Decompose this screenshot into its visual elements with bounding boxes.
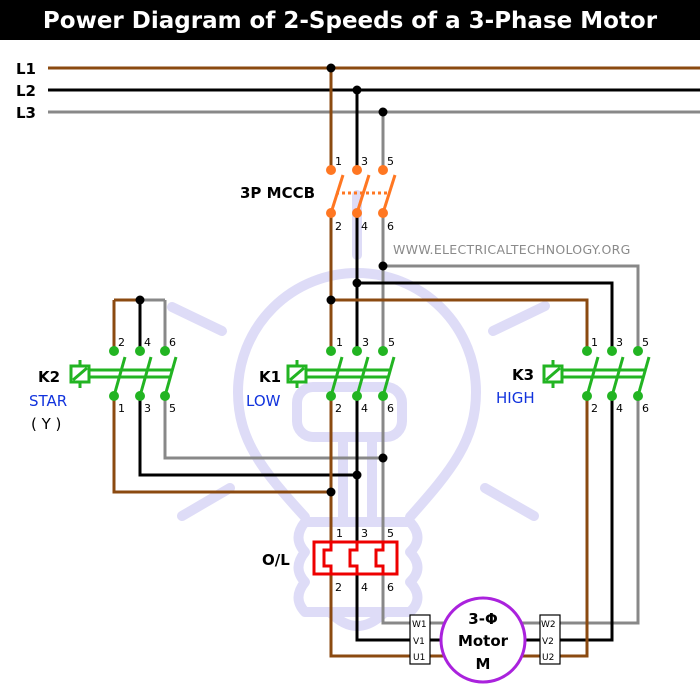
contactor-k3-label: K3 (512, 366, 534, 384)
contactor-terminal: 5 (642, 336, 649, 349)
mccb-terminal: 2 (335, 220, 342, 233)
overload-terminal: 2 (335, 581, 342, 594)
motor-terminal: U1 (413, 653, 425, 663)
coil-icon (542, 360, 564, 388)
contactor-terminal: 4 (361, 402, 368, 415)
mccb-terminal: 5 (387, 155, 394, 168)
coil-icon (69, 360, 91, 388)
watermark-url: WWW.ELECTRICALTECHNOLOGY.ORG (393, 242, 631, 257)
motor-terminal: V2 (542, 637, 554, 647)
motor-phase-label: 3-Φ (468, 610, 497, 628)
mccb-terminal: 4 (361, 220, 368, 233)
contactor-k2: K2 STAR ( Y ) 2 4 6 1 3 5 (29, 336, 178, 433)
junction-dot (326, 63, 336, 73)
contactor-k2-mode: STAR (29, 392, 67, 410)
title-bar (0, 0, 700, 40)
motor-terminal: W2 (541, 620, 556, 630)
contactor-terminal: 6 (387, 402, 394, 415)
motor-symbol (439, 596, 527, 684)
overload-label: O/L (262, 551, 290, 569)
contactor-k2-mode-sub: ( Y ) (31, 415, 61, 433)
contactor-k3: K3 HIGH 1 3 5 2 4 6 (496, 336, 651, 415)
line-label-l2: L2 (16, 82, 36, 100)
junction-dot (135, 295, 145, 305)
contactor-terminal: 5 (169, 402, 176, 415)
motor-terminal-box-right (539, 614, 561, 665)
junction-dot (352, 470, 362, 480)
coil-icon (286, 360, 308, 388)
mccb-terminal: 3 (361, 155, 368, 168)
motor-label: Motor (458, 632, 509, 650)
junction-dot (352, 278, 362, 288)
page-title: Power Diagram of 2-Speeds of a 3-Phase M… (43, 8, 658, 34)
contactor-terminal: 6 (642, 402, 649, 415)
junction-dot (326, 295, 336, 305)
mccb-terminal: 6 (387, 220, 394, 233)
motor: W1 V1 U1 W2 V2 U2 3-Φ Motor M (409, 596, 561, 684)
overload-terminal: 5 (387, 527, 394, 540)
contactor-terminal: 1 (336, 336, 343, 349)
overload-terminal: 6 (387, 581, 394, 594)
overload-terminal: 3 (361, 527, 368, 540)
overload-terminal: 4 (361, 581, 368, 594)
contactor-terminal: 1 (591, 336, 598, 349)
motor-terminal: U2 (542, 653, 554, 663)
motor-symbol-letter: M (476, 655, 491, 673)
contactor-k2-label: K2 (38, 368, 60, 386)
motor-terminal: W1 (412, 620, 427, 630)
line-label-l1: L1 (16, 60, 36, 78)
contactor-k1-label: K1 (259, 368, 281, 386)
contactor-terminal: 3 (144, 402, 151, 415)
mccb-terminal: 1 (335, 155, 342, 168)
contactor-terminal: 2 (118, 336, 125, 349)
contactor-k1-mode: LOW (246, 392, 281, 410)
contactor-terminal: 1 (118, 402, 125, 415)
mccb-breaker: 3P MCCB 1 3 5 2 4 6 (240, 155, 397, 233)
mccb-label: 3P MCCB (240, 184, 315, 202)
overload-relay: O/L 1 3 5 2 4 6 (262, 527, 399, 594)
supply-lines: L1 L2 L3 (16, 60, 700, 122)
contactor-terminal: 2 (591, 402, 598, 415)
contactor-terminal: 4 (616, 402, 623, 415)
junction-dot (378, 107, 388, 117)
motor-terminal-box-left (409, 614, 431, 665)
overload-terminal: 1 (336, 527, 343, 540)
contactor-k1: K1 LOW 1 3 5 2 4 6 (246, 336, 396, 415)
line-label-l3: L3 (16, 104, 36, 122)
junction-dot (326, 487, 336, 497)
junction-dot (352, 85, 362, 95)
contactor-terminal: 6 (169, 336, 176, 349)
junction-dot (378, 453, 388, 463)
motor-terminal: V1 (413, 637, 425, 647)
contactor-terminal: 4 (144, 336, 151, 349)
contactor-terminal: 3 (362, 336, 369, 349)
junction-dot (378, 261, 388, 271)
wiring (112, 63, 640, 658)
contactor-k3-mode: HIGH (496, 389, 535, 407)
contactor-terminal: 2 (335, 402, 342, 415)
contactor-terminal: 3 (616, 336, 623, 349)
contactor-terminal: 5 (388, 336, 395, 349)
